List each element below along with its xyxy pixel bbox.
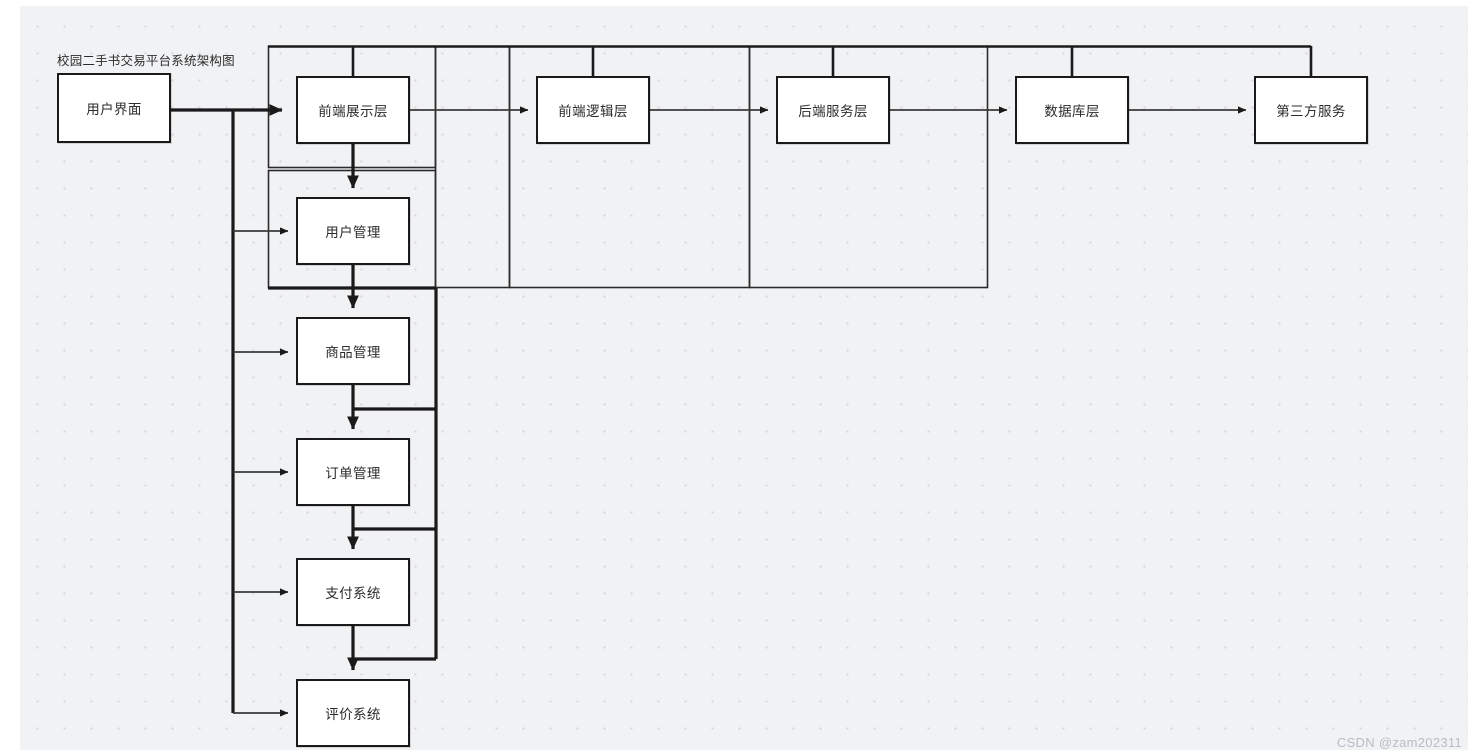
node-label: 前端逻辑层 [558,104,628,119]
grid-background [20,6,1468,750]
node-product-management[interactable]: 商品管理 [296,317,410,385]
node-label: 第三方服务 [1276,104,1346,119]
node-third-party-service[interactable]: 第三方服务 [1254,76,1368,144]
entry-trunk-edges [171,104,289,717]
node-label: 用户管理 [325,225,381,240]
node-label: 评价系统 [325,707,381,722]
node-user-interface[interactable]: 用户界面 [57,73,171,143]
node-database-layer[interactable]: 数据库层 [1015,76,1129,144]
node-backend-service[interactable]: 后端服务层 [776,76,890,144]
node-frontend-logic[interactable]: 前端逻辑层 [536,76,650,144]
page-title: 校园二手书交易平台系统架构图 [57,54,235,68]
node-label: 数据库层 [1044,104,1100,119]
node-label: 用户界面 [86,102,142,117]
top-rail-connectors [268,45,1313,76]
node-label: 商品管理 [325,345,381,360]
node-label: 后端服务层 [798,104,868,119]
node-user-management[interactable]: 用户管理 [296,197,410,265]
node-order-management[interactable]: 订单管理 [296,438,410,506]
node-label: 前端展示层 [318,104,388,119]
watermark: CSDN @zam202311 [1336,735,1462,750]
node-payment-system[interactable]: 支付系统 [296,558,410,626]
node-label: 支付系统 [325,586,381,601]
group-logic-span [434,45,511,289]
node-label: 订单管理 [325,466,381,481]
node-review-system[interactable]: 评价系统 [296,679,410,747]
node-frontend-presentation[interactable]: 前端展示层 [296,76,410,144]
module-return-rail [268,286,438,661]
